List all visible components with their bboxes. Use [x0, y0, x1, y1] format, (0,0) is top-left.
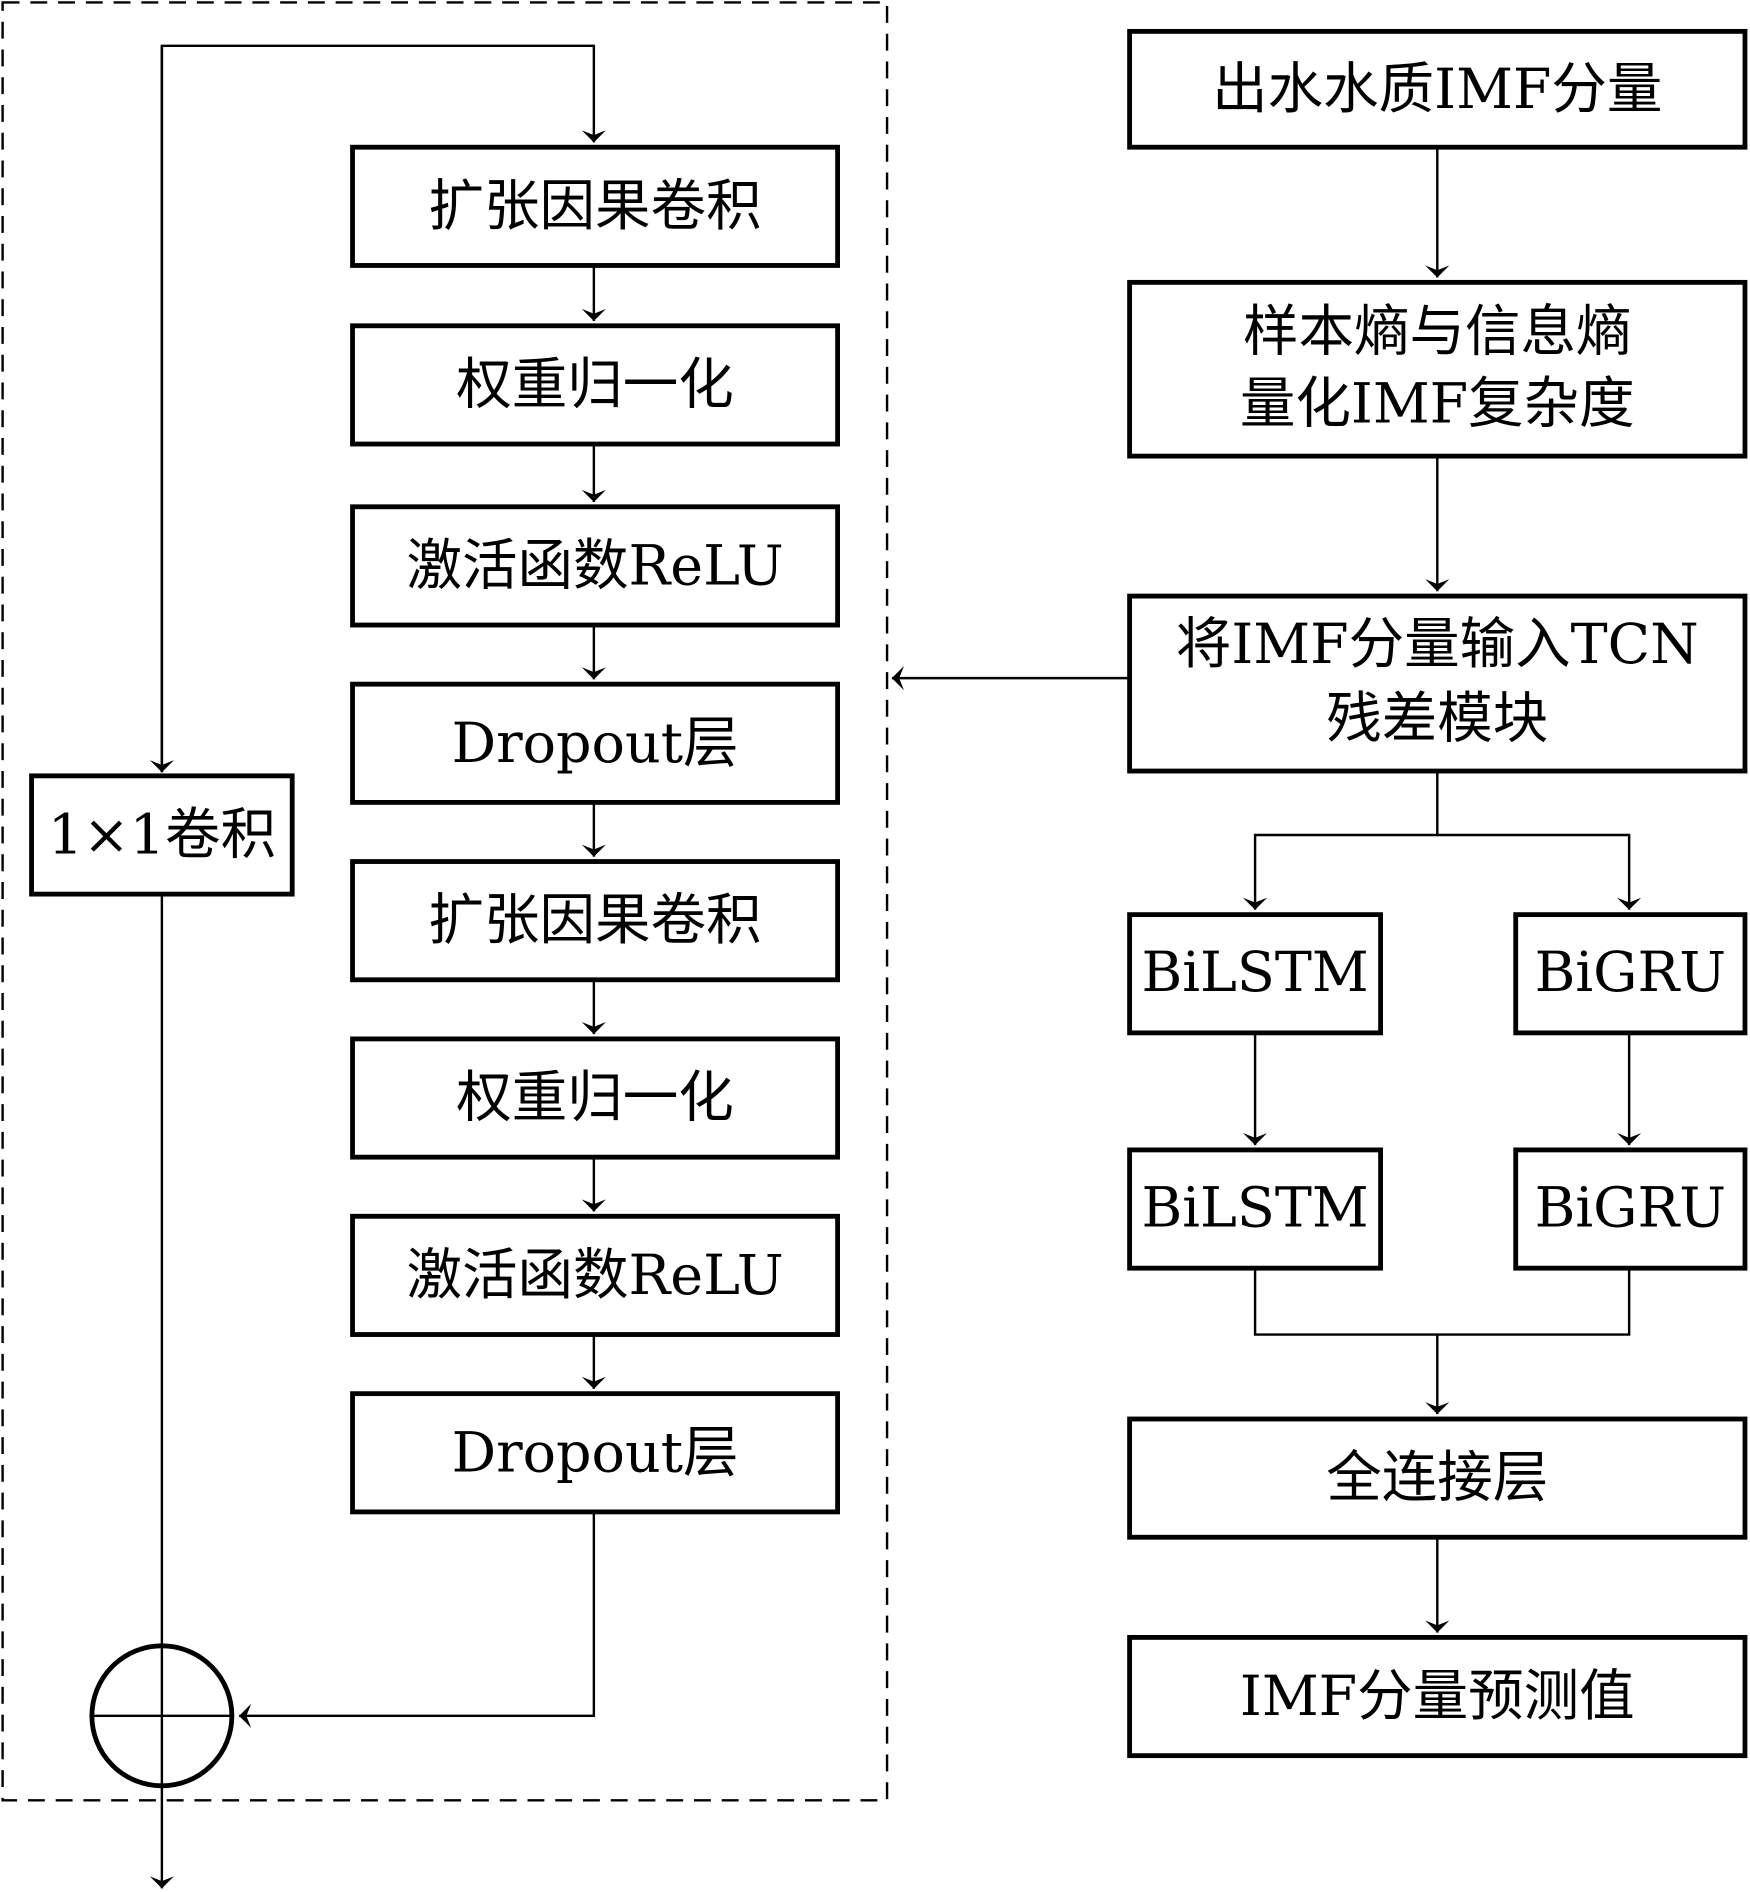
- tcn-layer-8: Dropout层: [350, 1391, 841, 1515]
- bigru-label: BiGRU: [1535, 1175, 1726, 1240]
- split-right-arrow: [1437, 833, 1642, 910]
- residual-sum-node: [89, 1643, 235, 1789]
- tcn-label-line1: 将IMF分量输入TCN: [1176, 612, 1699, 677]
- bigru-label: BiGRU: [1535, 940, 1726, 1005]
- entropy-node: 样本熵与信息熵 量化IMF复杂度: [1127, 279, 1748, 459]
- conv1x1-node: 1×1卷积: [29, 773, 295, 897]
- tcn-layer-7: 激活函数ReLU: [350, 1213, 841, 1337]
- tcn-layer-1: 扩张因果卷积: [350, 144, 841, 268]
- layer-label: 激活函数ReLU: [406, 1243, 783, 1308]
- layer-label: 扩张因果卷积: [429, 888, 762, 953]
- tcn-layer-2: 权重归一化: [350, 323, 841, 447]
- layer-label: 权重归一化: [456, 352, 734, 417]
- tcn-layer-5: 扩张因果卷积: [350, 859, 841, 983]
- conv1x1-label: 1×1卷积: [48, 802, 276, 867]
- entropy-label-line1: 样本熵与信息熵: [1243, 299, 1632, 364]
- layer-label: 权重归一化: [456, 1066, 734, 1131]
- bilstm-label: BiLSTM: [1141, 1175, 1368, 1240]
- bigru-node-2: BiGRU: [1513, 1147, 1748, 1271]
- bilstm-node-1: BiLSTM: [1127, 912, 1383, 1036]
- bigru-node-1: BiGRU: [1513, 912, 1748, 1036]
- bilstm-label: BiLSTM: [1141, 940, 1368, 1005]
- entropy-label-line2: 量化IMF复杂度: [1240, 372, 1635, 437]
- merge-line: [1253, 1268, 1631, 1336]
- layer-label: 激活函数ReLU: [406, 533, 783, 598]
- dense-node: 全连接层: [1127, 1416, 1748, 1540]
- tcn-layer-6: 权重归一化: [350, 1036, 841, 1160]
- input-node: 出水水质IMF分量: [1127, 28, 1748, 150]
- layer-label: Dropout层: [452, 711, 739, 776]
- output-node: IMF分量预测值: [1127, 1634, 1748, 1759]
- dense-label: 全连接层: [1326, 1446, 1548, 1511]
- layer-label: Dropout层: [452, 1420, 739, 1485]
- tcn-label-line2: 残差模块: [1326, 687, 1548, 752]
- split-left-arrow: [1243, 771, 1439, 910]
- tcn-layer-3: 激活函数ReLU: [350, 504, 841, 628]
- layer-label: 扩张因果卷积: [429, 174, 762, 239]
- tcn-layer-4: Dropout层: [350, 681, 841, 805]
- output-label: IMF分量预测值: [1240, 1664, 1635, 1729]
- tcn-input-node: 将IMF分量输入TCN 残差模块: [1127, 593, 1748, 774]
- tcn-residual-block-frame: [1, 1, 889, 1802]
- layers-to-sum-arrow: [239, 1511, 596, 1728]
- input-label: 出水水质IMF分量: [1212, 57, 1662, 122]
- bilstm-node-2: BiLSTM: [1127, 1147, 1383, 1271]
